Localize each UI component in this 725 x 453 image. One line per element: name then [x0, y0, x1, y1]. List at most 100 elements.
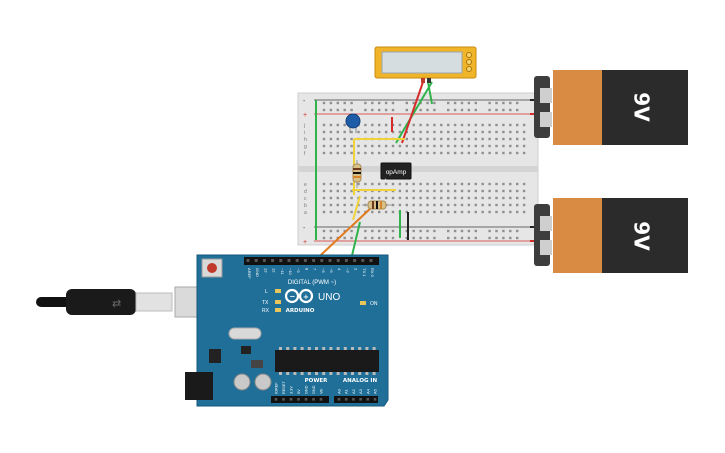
breadboard-hole[interactable] — [522, 210, 526, 214]
breadboard-hole[interactable] — [419, 203, 422, 207]
breadboard-hole[interactable] — [474, 203, 477, 207]
breadboard-hole[interactable] — [495, 196, 498, 200]
breadboard-hole[interactable] — [329, 196, 333, 200]
breadboard-hole[interactable] — [522, 130, 526, 134]
wire-yellow-diag[interactable] — [352, 195, 361, 221]
breadboard-hole[interactable] — [460, 137, 464, 141]
rail-hole[interactable] — [453, 236, 457, 240]
breadboard-hole[interactable] — [322, 189, 326, 193]
breadboard-hole[interactable] — [391, 196, 395, 200]
breadboard-hole[interactable] — [426, 196, 429, 200]
breadboard-hole[interactable] — [488, 196, 491, 200]
breadboard-hole[interactable] — [433, 151, 436, 155]
breadboard-hole[interactable] — [322, 130, 326, 134]
rail-hole[interactable] — [364, 229, 367, 233]
breadboard-hole[interactable] — [453, 137, 457, 141]
rail-hole[interactable] — [447, 101, 450, 105]
breadboard-hole[interactable] — [336, 123, 339, 127]
breadboard-hole[interactable] — [474, 182, 477, 186]
breadboard-hole[interactable] — [343, 210, 346, 214]
breadboard-hole[interactable] — [426, 182, 429, 186]
breadboard-hole[interactable] — [522, 144, 526, 148]
rail-hole[interactable] — [350, 108, 353, 112]
breadboard-hole[interactable] — [453, 189, 457, 193]
breadboard-hole[interactable] — [371, 144, 374, 148]
breadboard-hole[interactable] — [329, 130, 333, 134]
digital-pin[interactable] — [320, 259, 324, 262]
analog-pin[interactable] — [366, 398, 370, 401]
breadboard-hole[interactable] — [350, 182, 353, 186]
rail-hole[interactable] — [350, 229, 353, 233]
breadboard-hole[interactable] — [329, 123, 333, 127]
breadboard-hole[interactable] — [419, 196, 422, 200]
breadboard-hole[interactable] — [336, 182, 339, 186]
digital-pin[interactable] — [336, 259, 340, 262]
breadboard-hole[interactable] — [357, 210, 360, 214]
ceramic-capacitor[interactable] — [345, 113, 361, 133]
breadboard-hole[interactable] — [412, 151, 415, 155]
breadboard-hole[interactable] — [398, 144, 402, 148]
meter-knob-3-icon[interactable] — [466, 66, 472, 72]
rail-hole[interactable] — [378, 101, 381, 105]
power-header[interactable] — [271, 396, 329, 403]
breadboard-hole[interactable] — [453, 196, 457, 200]
breadboard-hole[interactable] — [398, 123, 402, 127]
breadboard-hole[interactable] — [474, 196, 477, 200]
rail-hole[interactable] — [405, 229, 408, 233]
digital-pin[interactable] — [279, 259, 283, 262]
breadboard-hole[interactable] — [405, 151, 408, 155]
digital-pin[interactable] — [262, 259, 266, 262]
breadboard-hole[interactable] — [433, 144, 436, 148]
breadboard-hole[interactable] — [412, 203, 415, 207]
breadboard-hole[interactable] — [474, 123, 477, 127]
analog-pin[interactable] — [352, 398, 355, 401]
breadboard-hole[interactable] — [371, 123, 374, 127]
breadboard-hole[interactable] — [440, 203, 443, 207]
rail-hole[interactable] — [502, 229, 505, 233]
breadboard-hole[interactable] — [336, 151, 339, 155]
rail-hole[interactable] — [426, 229, 429, 233]
breadboard-hole[interactable] — [336, 144, 339, 148]
breadboard-hole[interactable] — [481, 123, 484, 127]
breadboard-hole[interactable] — [336, 210, 339, 214]
usb-cable[interactable]: ⇄ — [36, 286, 198, 318]
breadboard-hole[interactable] — [322, 182, 326, 186]
breadboard-hole[interactable] — [460, 210, 464, 214]
breadboard-hole[interactable] — [343, 151, 346, 155]
breadboard-hole[interactable] — [398, 151, 402, 155]
rail-hole[interactable] — [474, 229, 477, 233]
breadboard-hole[interactable] — [426, 123, 429, 127]
rail-hole[interactable] — [453, 101, 457, 105]
breadboard-hole[interactable] — [433, 130, 436, 134]
meter-knob-2-icon[interactable] — [466, 59, 472, 65]
power-pin[interactable] — [312, 398, 315, 401]
breadboard-hole[interactable] — [440, 123, 443, 127]
breadboard-hole[interactable] — [488, 130, 491, 134]
rail-hole[interactable] — [391, 101, 395, 105]
rail-hole[interactable] — [378, 236, 381, 240]
rail-hole[interactable] — [336, 229, 339, 233]
breadboard-hole[interactable] — [516, 137, 519, 141]
breadboard-hole[interactable] — [474, 151, 477, 155]
breadboard-hole[interactable] — [350, 144, 353, 148]
rail-hole[interactable] — [502, 101, 505, 105]
breadboard-hole[interactable] — [522, 182, 526, 186]
breadboard-hole[interactable] — [384, 210, 388, 214]
breadboard-hole[interactable] — [440, 210, 443, 214]
rail-hole[interactable] — [474, 101, 477, 105]
digital-pin[interactable] — [271, 259, 275, 262]
breadboard-hole[interactable] — [516, 123, 519, 127]
rail-hole[interactable] — [460, 229, 464, 233]
rail-hole[interactable] — [433, 236, 436, 240]
breadboard-hole[interactable] — [378, 123, 381, 127]
breadboard-hole[interactable] — [322, 210, 326, 214]
breadboard-hole[interactable] — [467, 130, 471, 134]
rail-hole[interactable] — [405, 236, 408, 240]
breadboard-hole[interactable] — [502, 151, 505, 155]
breadboard-hole[interactable] — [384, 196, 388, 200]
breadboard-hole[interactable] — [509, 189, 512, 193]
rail-hole[interactable] — [322, 101, 326, 105]
breadboard-hole[interactable] — [322, 203, 326, 207]
breadboard-hole[interactable] — [509, 137, 512, 141]
breadboard-hole[interactable] — [453, 151, 457, 155]
